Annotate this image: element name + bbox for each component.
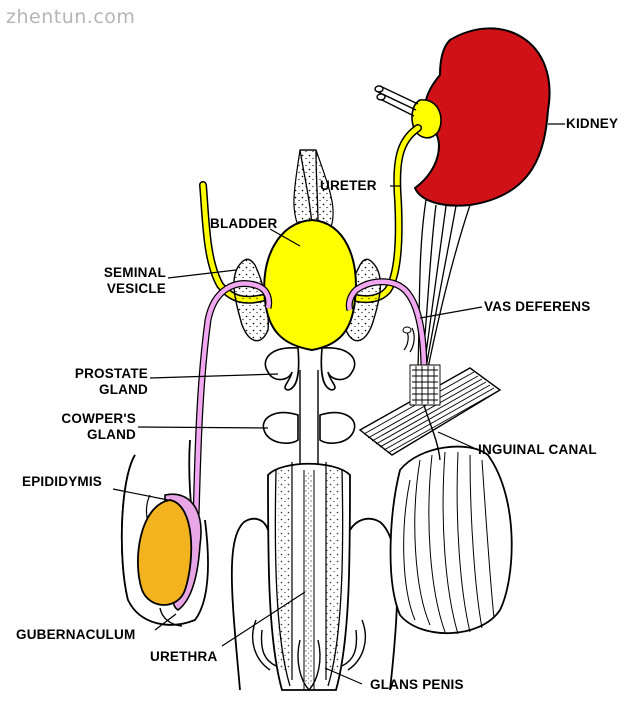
label-cowpers-gland: COWPER'S GLAND (38, 411, 136, 443)
label-glans-penis: GLANS PENIS (370, 677, 464, 692)
label-prostate-line1: PROSTATE (74, 366, 148, 381)
label-prostate-line2: GLAND (99, 382, 148, 397)
kidney (413, 27, 551, 207)
penis-shaft (267, 462, 351, 691)
cremaster-bundle (409, 364, 441, 406)
leader-lines (112, 123, 565, 685)
label-seminal-vesicle: SEMINAL VESICLE (86, 265, 166, 297)
label-seminal-vesicle-line2: VESICLE (106, 281, 166, 296)
prostate-gland (264, 347, 356, 391)
label-gubernaculum: GUBERNACULUM (16, 627, 136, 642)
renal-vessels (374, 85, 419, 117)
right-scrotum (389, 445, 513, 635)
urethra-stem (299, 370, 319, 470)
label-inguinal-canal: INGUINAL CANAL (478, 442, 597, 457)
label-bladder: BLADDER (210, 216, 278, 231)
label-vas-deferens: VAS DEFERENS (484, 299, 591, 314)
label-urethra: URETHRA (150, 649, 218, 664)
label-ureter: URETER (320, 178, 377, 193)
watermark: zhentun.com (6, 6, 136, 28)
label-cowpers-line1: COWPER'S (61, 411, 136, 426)
label-prostate-gland: PROSTATE GLAND (50, 366, 148, 398)
label-seminal-vesicle-line1: SEMINAL (103, 265, 166, 280)
spermatic-cord-right (423, 404, 441, 461)
seminal-vesicle-left (233, 258, 270, 342)
label-kidney: KIDNEY (566, 116, 619, 131)
testis-left (137, 499, 193, 606)
label-cowpers-line2: GLAND (87, 427, 136, 442)
label-epididymis: EPIDIDYMIS (22, 474, 103, 489)
bladder (263, 218, 357, 352)
cowpers-gland (262, 411, 356, 444)
